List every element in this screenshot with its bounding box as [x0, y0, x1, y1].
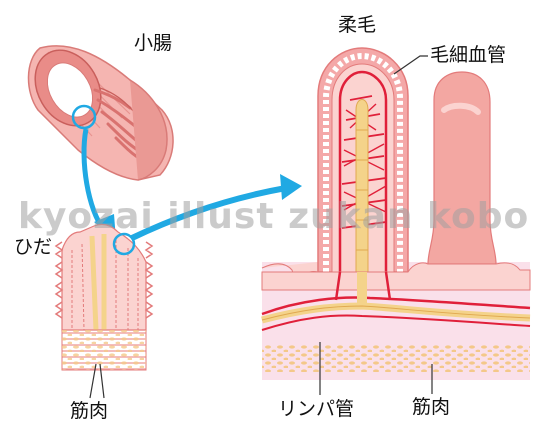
watermark: kyozai illust zukan kobo [18, 196, 530, 237]
label-muscle-right: 筋肉 [412, 396, 451, 418]
capillary-leader-line [393, 55, 428, 75]
label-small-intestine: 小腸 [134, 32, 173, 54]
arrow-icon-2 [130, 185, 287, 241]
label-muscle-left: 筋肉 [70, 400, 109, 422]
fold-section [54, 223, 154, 371]
label-lymph-vessel: リンパ管 [278, 398, 355, 420]
label-villus: 柔毛 [338, 14, 377, 36]
magnifier-circle-icon [71, 104, 97, 130]
arrow-head-icon-2 [280, 174, 302, 200]
small-intestine-tube [27, 45, 174, 181]
muscle-left-leader-line [89, 363, 105, 399]
magnifier-circle-icon-2 [112, 232, 136, 256]
label-capillary: 毛細血管 [430, 44, 507, 66]
villus-section [261, 47, 531, 380]
label-fold: ひだ [14, 236, 53, 258]
